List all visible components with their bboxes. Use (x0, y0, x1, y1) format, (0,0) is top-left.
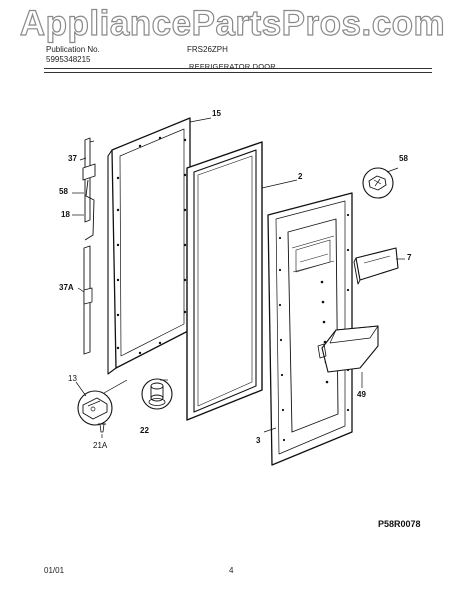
watermark-logo: AppliancePartsPros.com (19, 3, 446, 43)
title-rule (44, 72, 432, 73)
callout-58-left: 58 (59, 187, 68, 196)
callout-7: 7 (407, 253, 412, 262)
footer-date: 01/01 (44, 566, 65, 575)
inner-door-liner (267, 192, 353, 466)
callout-3: 3 (256, 436, 261, 445)
outer-door-panel (107, 117, 191, 375)
callout-18: 18 (61, 210, 70, 219)
callout-37: 37 (68, 154, 77, 163)
hinge-rod (82, 137, 96, 241)
callout-2: 2 (298, 172, 303, 181)
publication-number: 5995348215 (46, 55, 91, 64)
door-gasket (186, 141, 263, 421)
hinge-bracket-circle (77, 390, 113, 426)
screw-detail-circle (362, 167, 394, 199)
callout-21A: 21A (93, 441, 108, 450)
hinge-bushing-circle (141, 378, 173, 410)
door-bin (317, 325, 379, 373)
model-number: FRS26ZPH (187, 45, 228, 54)
door-shelf (353, 247, 399, 285)
callout-22: 22 (140, 426, 149, 435)
callout-37A: 37A (59, 283, 74, 292)
page-number: 4 (229, 566, 234, 575)
leader-lines (72, 117, 405, 438)
callout-13: 13 (68, 374, 77, 383)
small-screw (98, 423, 106, 433)
publication-label: Publication No. (46, 45, 100, 54)
callout-58-right: 58 (399, 154, 408, 163)
section-title: REFRIGERATOR DOOR (189, 62, 276, 71)
lower-hinge-rod (83, 245, 93, 355)
callout-49: 49 (357, 390, 366, 399)
header-rule (44, 68, 432, 69)
diagram-code: P58R0078 (378, 519, 421, 529)
callout-15: 15 (212, 109, 221, 118)
